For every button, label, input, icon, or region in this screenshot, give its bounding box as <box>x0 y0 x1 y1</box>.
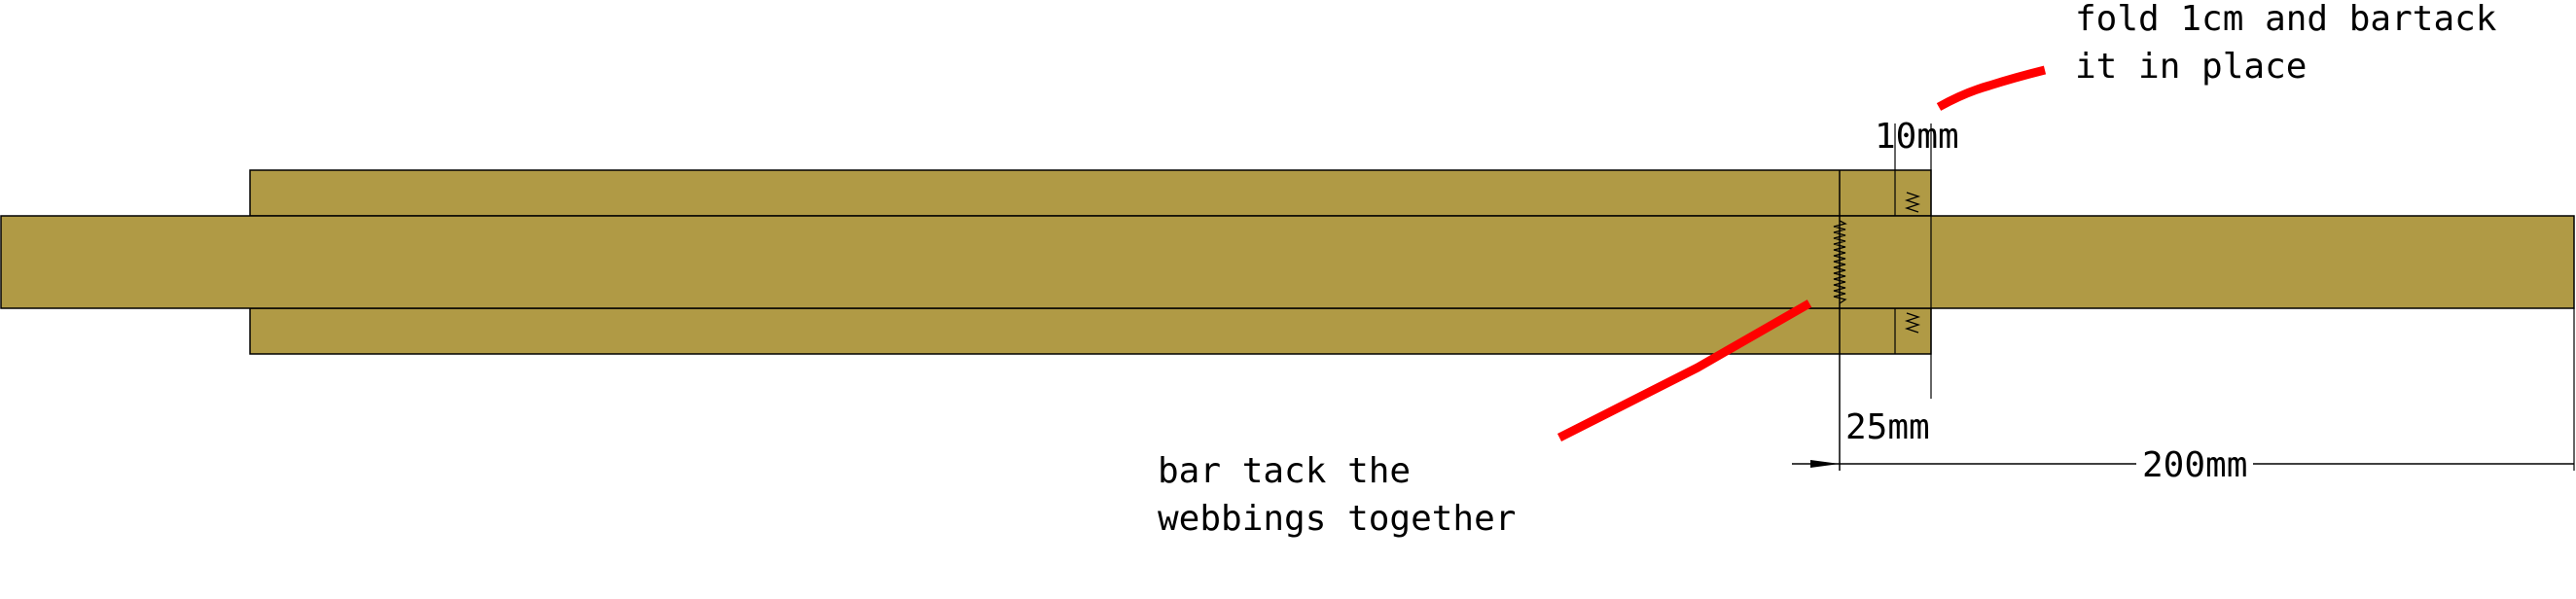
fold-stitch-upper <box>1904 192 1921 213</box>
width-dimension-label: 25mm <box>1845 407 1930 447</box>
length-dimension-label: 200mm <box>2142 445 2247 485</box>
upper-folded-webbing <box>249 169 1932 217</box>
fold-dimension-label: 10mm <box>1875 117 1959 157</box>
fold-note-line2: it in place <box>2075 47 2307 87</box>
bartack-stitch <box>1833 220 1847 304</box>
main-webbing <box>0 215 2575 309</box>
bartack-callout-line <box>1556 300 1812 442</box>
lower-folded-webbing <box>249 307 1932 355</box>
dimension-arrow-icon <box>1810 460 1840 468</box>
fold-stitch-lower <box>1904 312 1921 334</box>
bartack-note-line2: webbings together <box>1158 499 1516 539</box>
bartack-note-line1: bar tack the <box>1158 451 1411 491</box>
fold-callout-line <box>1936 65 2047 111</box>
fold-note-line1: fold 1cm and bartack <box>2075 0 2497 39</box>
